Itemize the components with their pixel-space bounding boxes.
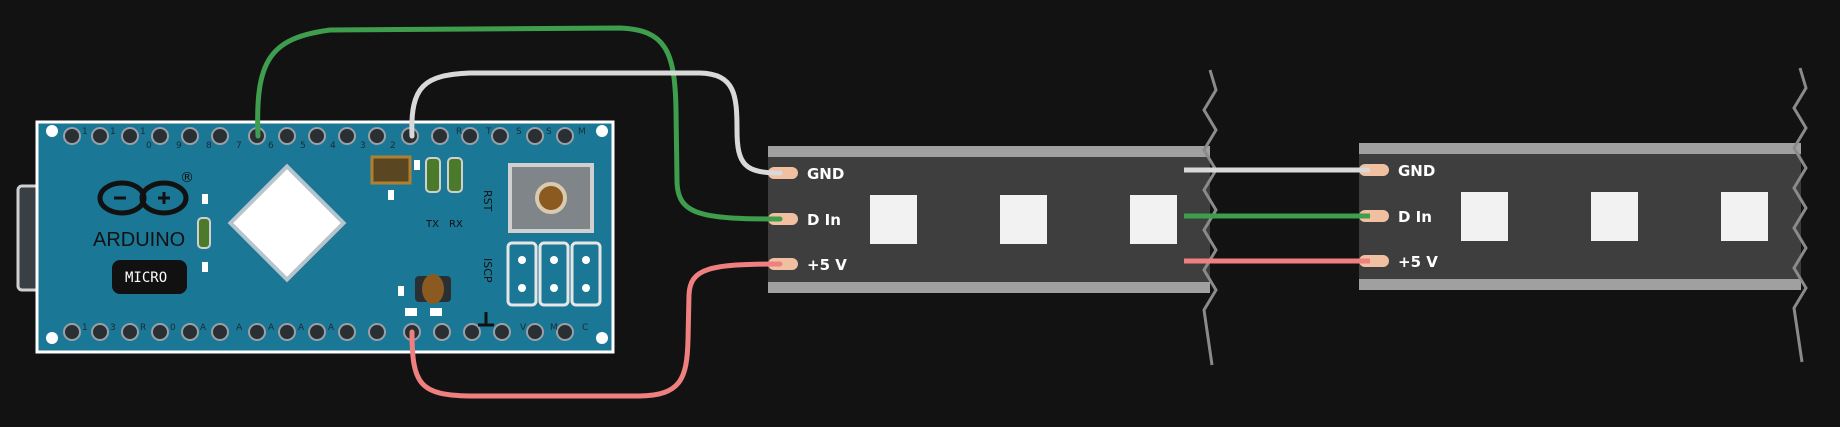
led-strip-1: GND D In +5 V <box>768 69 1218 366</box>
smd-component <box>388 190 394 200</box>
pad-5v <box>1359 255 1389 267</box>
pin-label: R <box>456 127 462 137</box>
reset-button-cap <box>535 182 567 214</box>
pad-label-5v: +5 V <box>1398 253 1438 271</box>
microcontroller-chip <box>227 163 347 283</box>
pin-label: A <box>236 323 243 333</box>
pad-gnd <box>1359 164 1389 176</box>
tx-led <box>425 157 441 193</box>
rx-label: RX <box>449 219 463 230</box>
rx-led <box>447 157 463 193</box>
pin-label: C <box>582 323 588 333</box>
led-strip-2: GND D In +5 V <box>1359 67 1808 363</box>
pin-label: 0 <box>146 141 152 151</box>
tx-label: TX <box>425 219 439 230</box>
arduino-logo <box>97 180 189 216</box>
capacitor <box>422 274 444 304</box>
pad-5v <box>768 258 798 270</box>
arduino-micro-board: 1 1 1 0 9 8 7 6 5 4 3 2 R T S S M <box>16 120 615 354</box>
model-label: MICRO <box>125 270 167 286</box>
pin-label: R <box>140 323 146 333</box>
model-badge <box>112 260 187 294</box>
pin-label: 1 <box>110 127 116 137</box>
pad-label-din: D In <box>1398 208 1432 226</box>
pin-label: 8 <box>206 141 212 151</box>
pad-label-gnd: GND <box>807 165 844 183</box>
smd-component <box>405 308 417 316</box>
led-pixel <box>1000 195 1047 244</box>
pin-label: 3 <box>360 141 366 151</box>
led-pixel <box>1461 192 1508 241</box>
pad-label-gnd: GND <box>1398 162 1435 180</box>
pin-label: M <box>578 127 586 137</box>
pin-label: 1 <box>140 127 146 137</box>
strip-edge-bottom <box>1359 279 1801 290</box>
pad-label-din: D In <box>807 211 841 229</box>
strip-edge-top <box>768 146 1210 157</box>
led <box>197 217 211 249</box>
pin-label: A <box>328 323 335 333</box>
wire-data <box>255 25 783 222</box>
led-pixel <box>870 195 917 244</box>
rst-label: RST <box>481 190 494 212</box>
bottom-pin-row <box>63 323 574 341</box>
pin-label: S <box>516 127 522 137</box>
brand-label: ARDUINO <box>93 229 185 251</box>
smd-component <box>414 160 420 170</box>
pin-label: 2 <box>390 141 396 151</box>
pin-label: 4 <box>330 141 336 151</box>
pin-label: A <box>268 323 275 333</box>
pin-label: 3 <box>110 323 116 333</box>
wire-power <box>409 261 783 399</box>
pin-label: A <box>200 323 207 333</box>
crystal <box>370 155 412 185</box>
pin-label: 7 <box>236 141 242 151</box>
pad-din <box>768 213 798 225</box>
ground-symbol <box>478 312 494 327</box>
led-pixel <box>1130 195 1177 244</box>
isp-header <box>506 241 602 307</box>
led-pixel <box>1591 192 1638 241</box>
pin-label: 9 <box>176 141 182 151</box>
smd-component <box>430 308 442 316</box>
registered-mark: ® <box>180 170 194 186</box>
smd-component <box>202 262 208 272</box>
strip-cut-edge <box>1202 69 1218 366</box>
pad-din <box>1359 210 1389 222</box>
pin-label: V <box>520 323 527 333</box>
pin-label: 6 <box>268 141 274 151</box>
strip-cut-edge <box>1792 67 1808 363</box>
pin-label: 1 <box>82 323 88 333</box>
pin-label: M <box>550 323 558 333</box>
pad-gnd <box>768 167 798 179</box>
pad-label-5v: +5 V <box>807 256 847 274</box>
strip-edge-bottom <box>768 282 1210 293</box>
pin-label: 1 <box>82 127 88 137</box>
isp-label: ISCP <box>481 258 494 283</box>
pin-label: 0 <box>170 323 176 333</box>
pin-label: S <box>546 127 552 137</box>
smd-component <box>202 194 208 204</box>
pin-label: A <box>298 323 305 333</box>
pin-label: 5 <box>300 141 306 151</box>
top-pin-row <box>63 127 574 145</box>
strip-edge-top <box>1359 143 1801 154</box>
wire-gnd <box>409 70 783 176</box>
led-pixel <box>1721 192 1768 241</box>
smd-component <box>398 286 404 296</box>
pin-label: T <box>485 127 492 137</box>
